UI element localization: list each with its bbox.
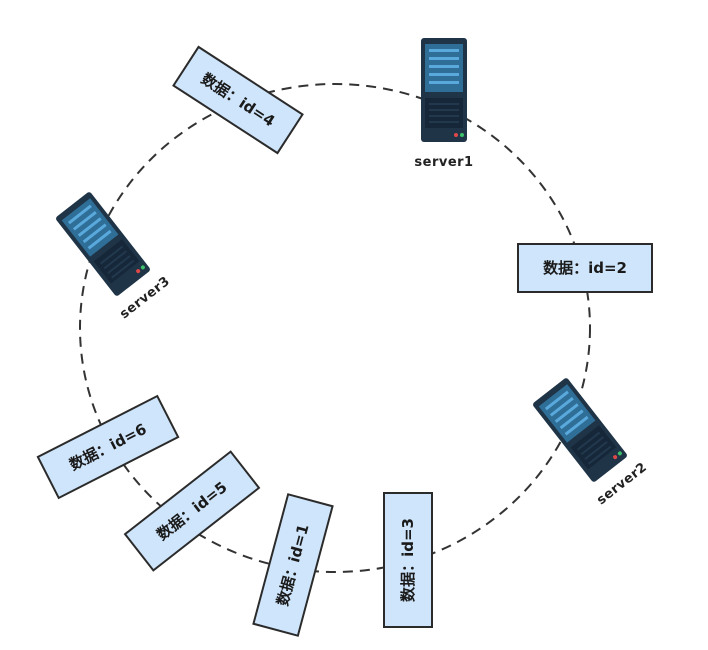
hash-ring: [79, 83, 591, 573]
server-icon: [56, 192, 150, 296]
server3-node: server3: [56, 192, 173, 322]
data-box-label: 数据：id=2: [543, 259, 627, 277]
data-box-id-6: 数据：id=6: [36, 394, 180, 500]
server-icon: [421, 38, 467, 142]
data-box-rect: [36, 394, 180, 500]
data-box-rect: [252, 493, 334, 637]
server2-node: server2: [533, 378, 650, 508]
data-box-id-3: 数据：id=3: [383, 492, 433, 628]
data-box-id-2: 数据：id=2: [517, 243, 653, 293]
data-box-label: 数据：id=3: [399, 518, 417, 602]
data-box-rect: [172, 45, 304, 155]
data-box-rect: [123, 450, 261, 572]
server-icon: [533, 378, 627, 482]
data-box-id-5: 数据：id=5: [123, 450, 261, 572]
server1-node: server1: [414, 38, 473, 170]
data-box-id-1: 数据：id=1: [252, 493, 334, 637]
data-box-id-4: 数据：id=4: [172, 45, 304, 155]
data-box-rect: [517, 243, 653, 293]
data-box-rect: [383, 492, 433, 628]
server-label: server1: [414, 155, 473, 170]
